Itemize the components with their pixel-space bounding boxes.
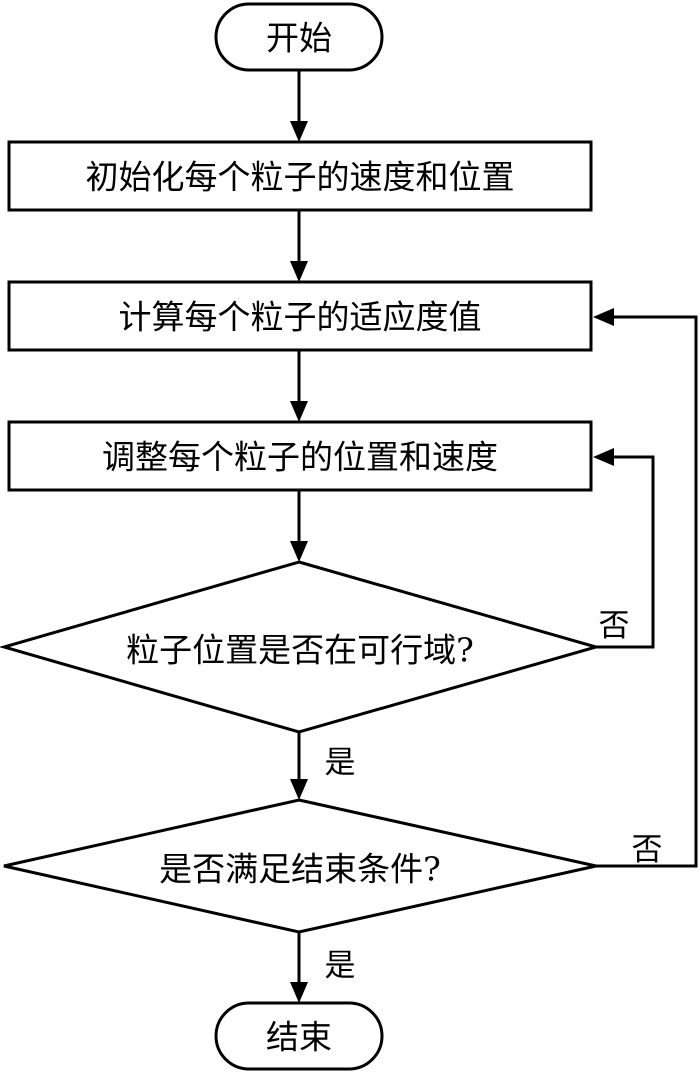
start-label: 开始 [266, 19, 332, 58]
fitness-process-node: 计算每个粒子的适应度值 [7, 280, 593, 352]
start-node: 开始 [214, 2, 384, 72]
adjust-process-label: 调整每个粒子的位置和速度 [102, 438, 498, 477]
adjust-process-node: 调整每个粒子的位置和速度 [7, 420, 593, 492]
termination-yes-label: 是 [325, 948, 356, 984]
feasible-yes-label: 是 [325, 745, 356, 781]
arrow-adjust-to-feasible [290, 490, 308, 562]
arrow-feasible-yes [290, 732, 308, 800]
init-process-label: 初始化每个粒子的速度和位置 [86, 158, 515, 197]
feasible-decision-label: 粒子位置是否在可行域? [126, 631, 474, 670]
arrow-init-to-fitness [290, 210, 308, 282]
end-label: 结束 [266, 1018, 332, 1057]
arrow-termination-no-loop [593, 308, 698, 868]
feasible-no-label: 否 [599, 608, 630, 644]
feasible-decision-node: 粒子位置是否在可行域? [0, 560, 602, 734]
arrow-start-to-init [290, 70, 308, 142]
arrow-fitness-to-adjust [290, 350, 308, 422]
termination-decision-node: 是否满足结束条件? [3, 798, 597, 934]
termination-no-label: 否 [632, 832, 663, 868]
arrow-termination-yes [290, 932, 308, 1003]
init-process-node: 初始化每个粒子的速度和位置 [7, 140, 593, 212]
fitness-process-label: 计算每个粒子的适应度值 [119, 298, 482, 337]
arrow-feasible-no-loop [593, 448, 655, 649]
end-node: 结束 [214, 1001, 384, 1071]
termination-decision-label: 是否满足结束条件? [159, 850, 441, 889]
